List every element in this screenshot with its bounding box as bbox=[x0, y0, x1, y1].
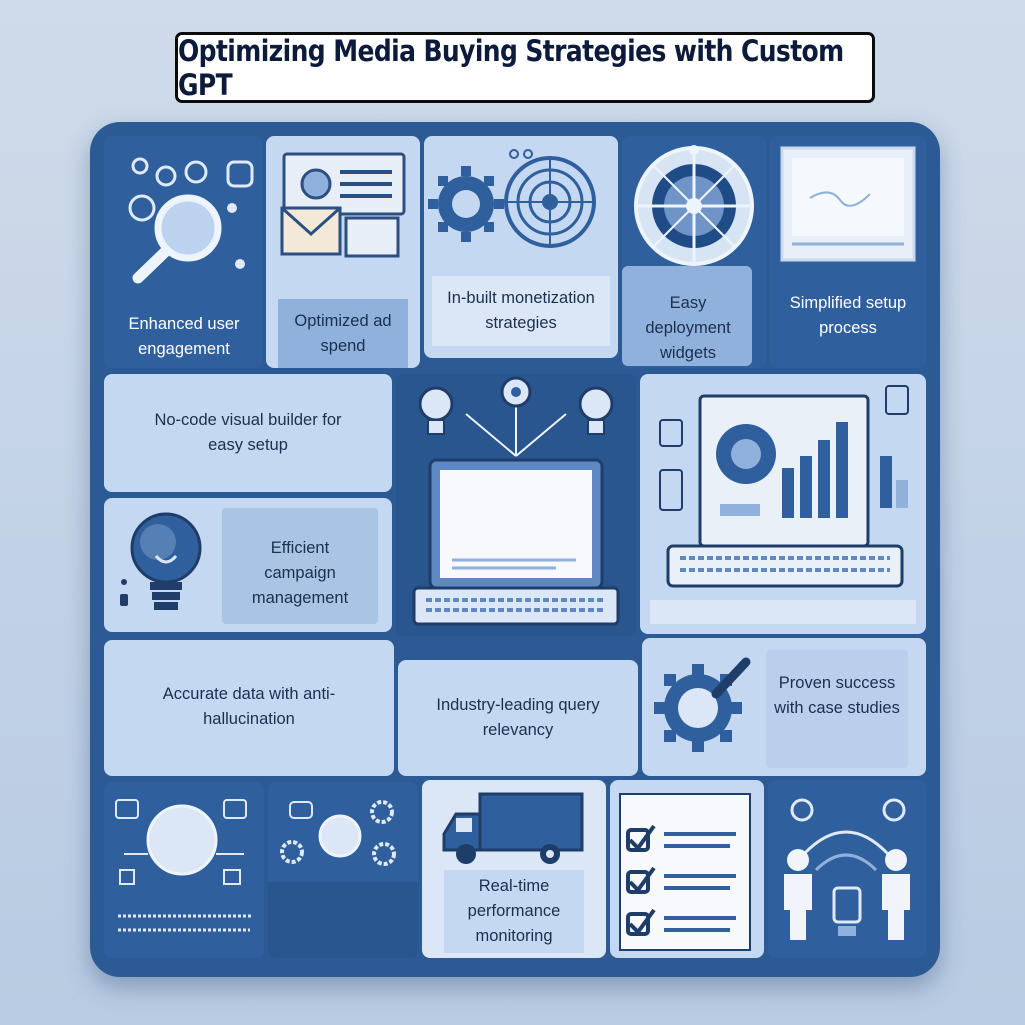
deployment-label-box bbox=[622, 266, 752, 366]
label-monetization: In-built monetization strategies bbox=[432, 276, 610, 346]
people-icon bbox=[784, 798, 910, 940]
monitor-icon bbox=[780, 146, 916, 262]
lightbulb-icon bbox=[120, 512, 202, 610]
feature-board: Enhanced user engagement Optimized ad sp… bbox=[90, 122, 940, 977]
tile-case-studies: Proven success with case studies bbox=[642, 638, 926, 776]
label-anti-hallucination: Accurate data with anti-hallucination bbox=[162, 685, 336, 728]
tile-realtime-monitoring: Real-time performance monitoring bbox=[422, 780, 606, 958]
envelope-icon bbox=[280, 152, 406, 258]
case-studies-label-box bbox=[766, 650, 908, 768]
magnifier-icon bbox=[128, 157, 254, 284]
tile-enhanced-engagement: Enhanced user engagement bbox=[104, 136, 262, 368]
tile-optimized-ad-spend: Optimized ad spend bbox=[266, 136, 420, 368]
globe-icon bbox=[115, 799, 252, 932]
tile-center-laptop bbox=[396, 374, 636, 636]
tile-anti-hallucination: Accurate data with anti-hallucination bbox=[104, 640, 394, 776]
tile-no-code-builder: No-code visual builder for easy setup bbox=[104, 374, 392, 492]
label-case-studies: Proven success with case studies bbox=[774, 674, 900, 717]
label-campaign-management: Efficient campaign management bbox=[251, 539, 349, 607]
tile-analytics-laptop bbox=[640, 374, 926, 634]
compass-icon bbox=[634, 145, 754, 266]
campaign-label-box bbox=[222, 508, 378, 624]
page-title: Optimizing Media Buying Strategies with … bbox=[178, 33, 844, 102]
label-no-code-builder: No-code visual builder for easy setup bbox=[154, 411, 342, 454]
gear-icon bbox=[268, 800, 418, 958]
tile-setup-process: Simplified setup process bbox=[770, 136, 926, 368]
bar-chart-icon bbox=[650, 385, 916, 624]
truck-icon bbox=[442, 792, 584, 864]
label-realtime-monitoring: Real-time performance monitoring bbox=[444, 870, 584, 953]
tile-people bbox=[768, 780, 926, 958]
tile-monetization: In-built monetization strategies bbox=[424, 136, 618, 358]
label-optimized-ad-spend: Optimized ad spend bbox=[278, 299, 408, 368]
tile-campaign-management: Efficient campaign management bbox=[104, 498, 392, 632]
tile-globe bbox=[104, 782, 264, 958]
tile-query-relevancy: Industry-leading query relevancy bbox=[398, 660, 638, 776]
tile-checklist bbox=[610, 780, 764, 958]
tile-buttons bbox=[268, 782, 418, 958]
checklist-icon bbox=[619, 793, 751, 951]
label-enhanced-engagement: Enhanced user engagement bbox=[128, 315, 240, 358]
title-banner: Optimizing Media Buying Strategies with … bbox=[175, 32, 875, 103]
label-setup-process: Simplified setup process bbox=[789, 294, 907, 337]
gear-icon bbox=[428, 149, 596, 248]
label-query-relevancy: Industry-leading query relevancy bbox=[436, 696, 600, 739]
tile-deployment: Easy deployment widgets bbox=[622, 136, 766, 368]
label-deployment: Easy deployment widgets bbox=[645, 294, 731, 362]
gear-icon bbox=[654, 657, 751, 752]
laptop-icon bbox=[412, 376, 620, 626]
